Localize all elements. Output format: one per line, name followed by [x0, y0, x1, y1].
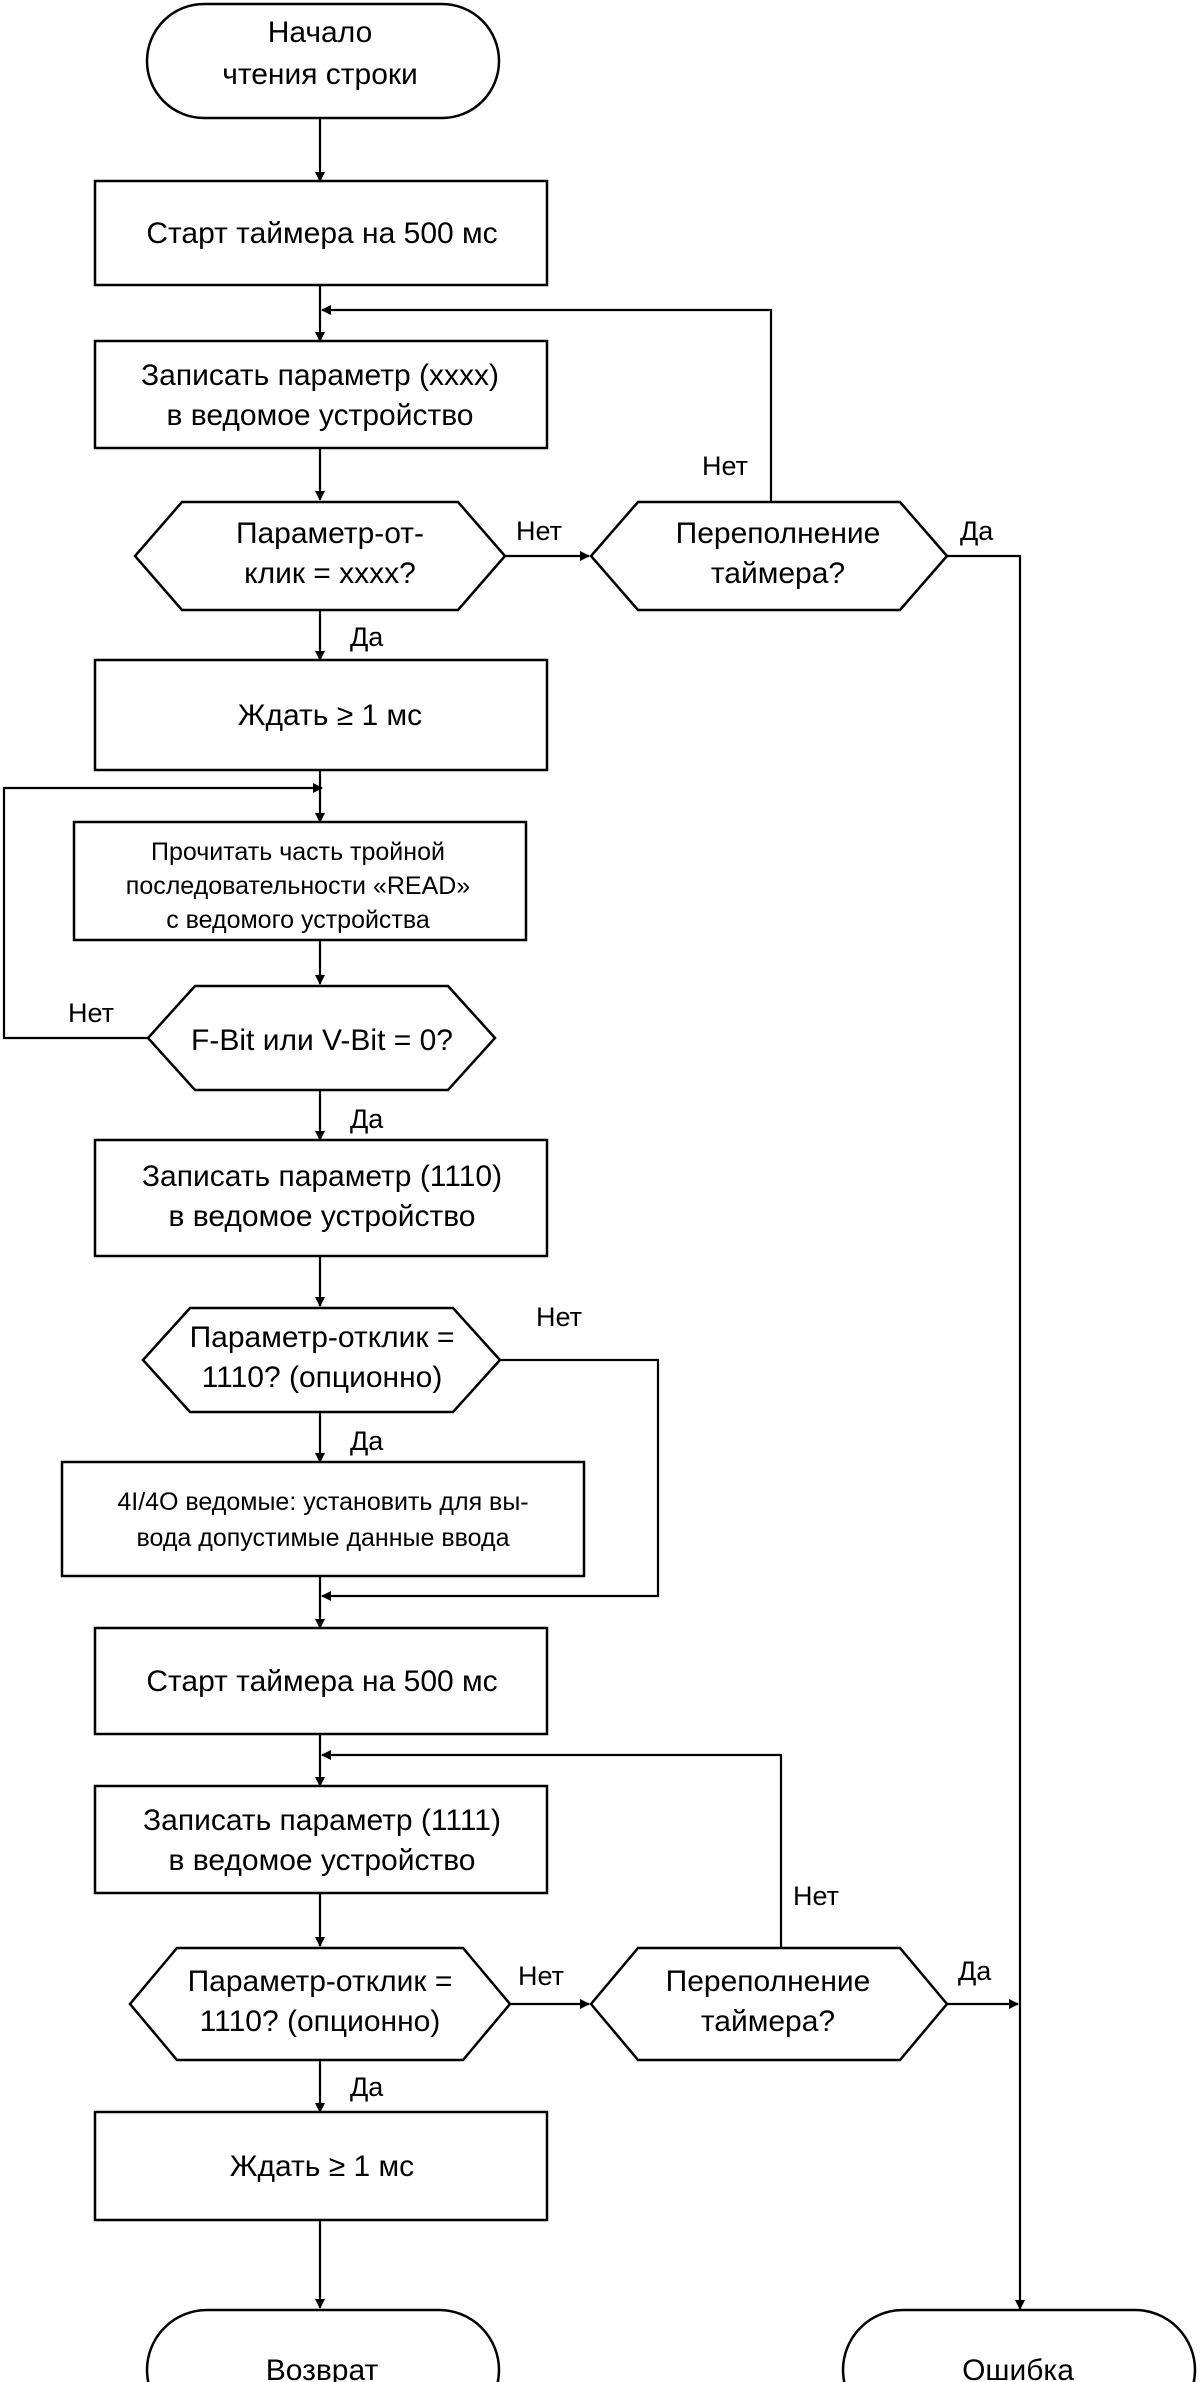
edge-labels: Нет Нет Да Да Нет Да Нет Да Нет Нет Да Д…: [68, 451, 994, 2102]
bits-label: F-Bit или V-Bit = 0?: [191, 1024, 453, 1057]
overflow1-decision: [589, 500, 949, 612]
check1-decision: [133, 500, 507, 612]
return-terminal: [145, 2308, 501, 2382]
io-label-2: вода допустимые данные ввода: [136, 1524, 509, 1552]
start-label-2: чтения строки: [222, 58, 418, 91]
overflow1-label-1: Переполнение: [676, 517, 881, 550]
edge-bits-loop: [2, 783, 323, 1040]
timer1-label: Старт таймера на 500 мс: [146, 217, 497, 250]
error-terminal: [841, 2308, 1197, 2382]
check2-decision: [141, 1306, 502, 1414]
overflow2-decision: [589, 1946, 949, 2062]
write2-label-2: в ведомое устройство: [169, 1200, 476, 1233]
read-box: [72, 820, 528, 942]
label-no-check2: Нет: [536, 1302, 582, 1332]
check3-label-1: Параметр-отклик =: [188, 1965, 453, 1998]
write2-label-1: Записать параметр (1110): [142, 1160, 502, 1193]
shapes: [60, 2, 1197, 2382]
wait1-label: Ждать ≥ 1 мс: [238, 699, 422, 732]
bits-decision: [146, 984, 497, 1092]
edge-overflow2-loop: [321, 1750, 783, 1950]
label-yes-check3: Да: [350, 2072, 384, 2102]
label-no-overflow1: Нет: [702, 451, 748, 481]
label-no-check3: Нет: [518, 1961, 564, 1991]
edge-overflow1-error: [947, 554, 1025, 2310]
overflow2-label-1: Переполнение: [666, 1965, 871, 1998]
return-label: Возврат: [266, 2354, 379, 2382]
write3-label-1: Записать параметр (1111): [143, 1804, 501, 1837]
label-no-bits: Нет: [68, 998, 114, 1028]
label-yes-overflow2: Да: [958, 1956, 992, 1986]
label-no-check1: Нет: [516, 516, 562, 546]
check2-label-1: Параметр-отклик =: [190, 1321, 455, 1354]
wait2-box: [93, 2110, 549, 2222]
check1-label-2: клик = xxxx?: [244, 557, 416, 590]
node-labels: Начало чтения строки Старт таймера на 50…: [117, 16, 1074, 2382]
label-no-overflow2: Нет: [793, 1881, 839, 1911]
label-yes-check1: Да: [350, 622, 384, 652]
io-box: [60, 1460, 586, 1578]
write2-box: [93, 1138, 549, 1258]
write3-box: [93, 1784, 549, 1895]
io-label-1: 4I/4O ведомые: установить для вы-: [117, 1488, 528, 1516]
read-label-3: с ведомого устройства: [166, 906, 430, 934]
write1-label-1: Записать параметр (xxxx): [141, 359, 499, 392]
label-yes-overflow1: Да: [960, 516, 994, 546]
start-terminal: [145, 2, 501, 120]
connectors: [2, 118, 1025, 2310]
wait2-label: Ждать ≥ 1 мс: [230, 2150, 414, 2183]
timer2-label: Старт таймера на 500 мс: [146, 1665, 497, 1698]
write1-label-2: в ведомое устройство: [167, 399, 474, 432]
read-label-2: последовательности «READ»: [126, 872, 470, 900]
edge-overflow1-loop: [321, 305, 773, 503]
write1-box: [93, 339, 549, 450]
overflow2-label-2: таймера?: [701, 2005, 835, 2038]
timer2-box: [93, 1626, 549, 1736]
overflow1-label-2: таймера?: [711, 557, 845, 590]
start-label-1: Начало: [268, 16, 373, 49]
label-yes-bits: Да: [350, 1104, 384, 1134]
timer1-box: [93, 179, 549, 287]
edge-check2-skip: [321, 1358, 660, 1601]
check3-decision: [128, 1946, 512, 2062]
write3-label-2: в ведомое устройство: [169, 1844, 476, 1877]
check3-label-2: 1110? (опционно): [200, 2005, 441, 2038]
read-label-1: Прочитать часть тройной: [151, 838, 445, 866]
check2-label-2: 1110? (опционно): [202, 1361, 443, 1394]
label-yes-check2: Да: [350, 1426, 384, 1456]
check1-label-1: Параметр-от-: [236, 517, 424, 550]
error-label: Ошибка: [962, 2354, 1074, 2382]
wait1-box: [93, 658, 549, 772]
